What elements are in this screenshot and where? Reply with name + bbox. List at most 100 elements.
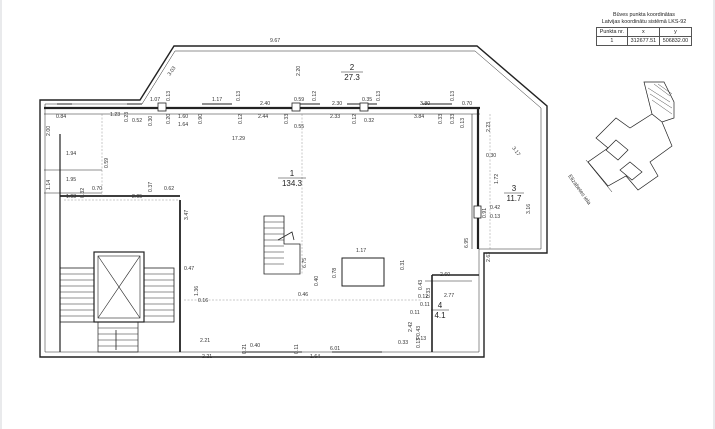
dim-label: 0.40 <box>314 276 320 286</box>
dim-label: 0.13 <box>416 336 426 342</box>
dim-label: 0.62 <box>164 186 174 192</box>
street-label: Elizabetes iela <box>566 174 592 207</box>
dim-label: 1.64 <box>178 122 188 128</box>
dim-label: 2.40 <box>260 101 270 107</box>
dim-label: 0.12 <box>352 114 358 124</box>
dim-label: 2.77 <box>444 293 454 299</box>
header-y: y <box>658 27 693 37</box>
dim-label: 1.36 <box>194 286 200 296</box>
dim-label: 3.47 <box>184 210 190 220</box>
room-number: 3 <box>512 184 517 193</box>
dim-label: 0.59 <box>104 158 110 168</box>
dim-label: 0.78 <box>332 268 338 278</box>
dim-label: 0.33 <box>450 114 456 124</box>
dim-label: 0.30 <box>148 116 154 126</box>
dim-label: 0.13 <box>166 91 172 101</box>
dim-label: 0.13 <box>460 118 466 128</box>
dim-label: 1.17 <box>212 97 222 103</box>
dim-label: 1.14 <box>46 180 52 190</box>
dim-label: 1.23 <box>110 112 120 118</box>
coordinate-table: Būves punkta koordinātas Latvijas koordi… <box>596 12 693 46</box>
dim-label: 0.33 <box>426 288 432 298</box>
dim-label: 0.11 <box>294 344 300 354</box>
dim-label: 0.37 <box>148 182 154 192</box>
dimension-lines <box>64 114 491 301</box>
dim-label: 0.46 <box>298 292 308 298</box>
dim-label: 0.32 <box>364 118 374 124</box>
dim-label: 6.75 <box>302 258 308 268</box>
dim-label: 0.32 <box>80 188 86 198</box>
location-sketch <box>585 81 675 193</box>
dim-label: 0.47 <box>184 266 194 272</box>
window-marks <box>57 103 452 358</box>
dim-label: 0.11 <box>410 310 420 316</box>
dim-label: 2.63 <box>486 252 492 262</box>
coord-title-line2: Latvijas koordinātu sistēmā LKS-92 <box>601 19 687 25</box>
dim-label: 0.70 <box>462 101 472 107</box>
dim-label: 0.12 <box>238 114 244 124</box>
coord-title-line1: Būves punkta koordinātas <box>612 12 676 18</box>
dim-label: 2.05 <box>132 194 142 200</box>
dim-label: 0.13 <box>376 91 382 101</box>
room-area: 27.3 <box>344 73 360 82</box>
building-outline <box>39 45 548 358</box>
dim-label: 0.31 <box>400 260 406 270</box>
dim-label: 6.01 <box>330 346 340 352</box>
dim-label: 1.07 <box>150 97 160 103</box>
dim-label: 6.95 <box>464 238 470 248</box>
dim-label: 3.16 <box>526 204 532 214</box>
dim-label: 0.33 <box>398 340 408 346</box>
dim-label: 0.12 <box>312 91 318 101</box>
coord-grid: Punkta nr. x y 1 312677.51 506832.00 <box>596 27 693 46</box>
dim-label: 0.11 <box>420 302 430 308</box>
dim-label: 1.72 <box>494 174 500 184</box>
room-number: 4 <box>438 301 443 310</box>
dimension-labels: 9.67 3.03 2.20 0.84 1.23 1.07 0.13 1.17 … <box>46 38 532 360</box>
central-platform <box>341 257 385 287</box>
dim-label: 1.64 <box>310 354 320 360</box>
dim-label: 0.16 <box>198 298 208 304</box>
dim-label: 0.33 <box>284 114 290 124</box>
table-row: 1 312677.51 506832.00 <box>596 36 693 46</box>
dim-label: 2.21 <box>202 354 212 360</box>
room-labels: 1 134.3 2 27.3 3 11.7 4 4.1 <box>278 63 524 320</box>
dim-label: 2.33 <box>330 114 340 120</box>
dim-label: 2.23 <box>486 122 492 132</box>
dim-label: 2.60 <box>440 272 450 278</box>
room-number: 2 <box>350 63 355 72</box>
dim-label: 1.94 <box>66 151 76 157</box>
dim-label: 3.84 <box>414 114 424 120</box>
dim-label: 0.43 <box>418 280 424 290</box>
room-area: 4.1 <box>434 311 446 320</box>
dim-label: 2.42 <box>408 322 414 332</box>
dim-label: 0.84 <box>56 114 66 120</box>
dim-label: 0.55 <box>294 124 304 130</box>
central-stair <box>263 215 301 275</box>
dim-label: 0.43 <box>416 326 422 336</box>
dim-label: 2.21 <box>200 338 210 344</box>
dim-label: 0.13 <box>450 91 456 101</box>
dim-label: 0.20 <box>166 114 172 124</box>
dim-label: 1.95 <box>66 177 76 183</box>
dim-label: 0.33 <box>438 114 444 124</box>
dim-label: 1.93 <box>66 194 76 200</box>
dim-label: 3.03 <box>167 65 178 77</box>
dim-label: 0.90 <box>198 114 204 124</box>
dim-label: 9.67 <box>270 38 280 44</box>
room-area: 134.3 <box>282 179 303 188</box>
dim-label: 2.00 <box>46 126 52 136</box>
room-area: 11.7 <box>507 194 523 203</box>
dim-label: 0.40 <box>250 343 260 349</box>
dim-label: 0.13 <box>490 214 500 220</box>
dim-label: 3.17 <box>510 146 521 158</box>
cell-x: 312677.51 <box>626 36 660 46</box>
table-header-row: Punkta nr. x y <box>596 27 693 37</box>
column-markers <box>157 102 482 219</box>
dim-label: 0.30 <box>486 153 496 159</box>
dim-label: 0.59 <box>294 97 304 103</box>
dim-label: 0.13 <box>416 338 422 348</box>
dim-label: 17.29 <box>232 136 245 142</box>
dim-label: 0.70 <box>92 186 102 192</box>
dim-label: 0.52 <box>132 118 142 124</box>
